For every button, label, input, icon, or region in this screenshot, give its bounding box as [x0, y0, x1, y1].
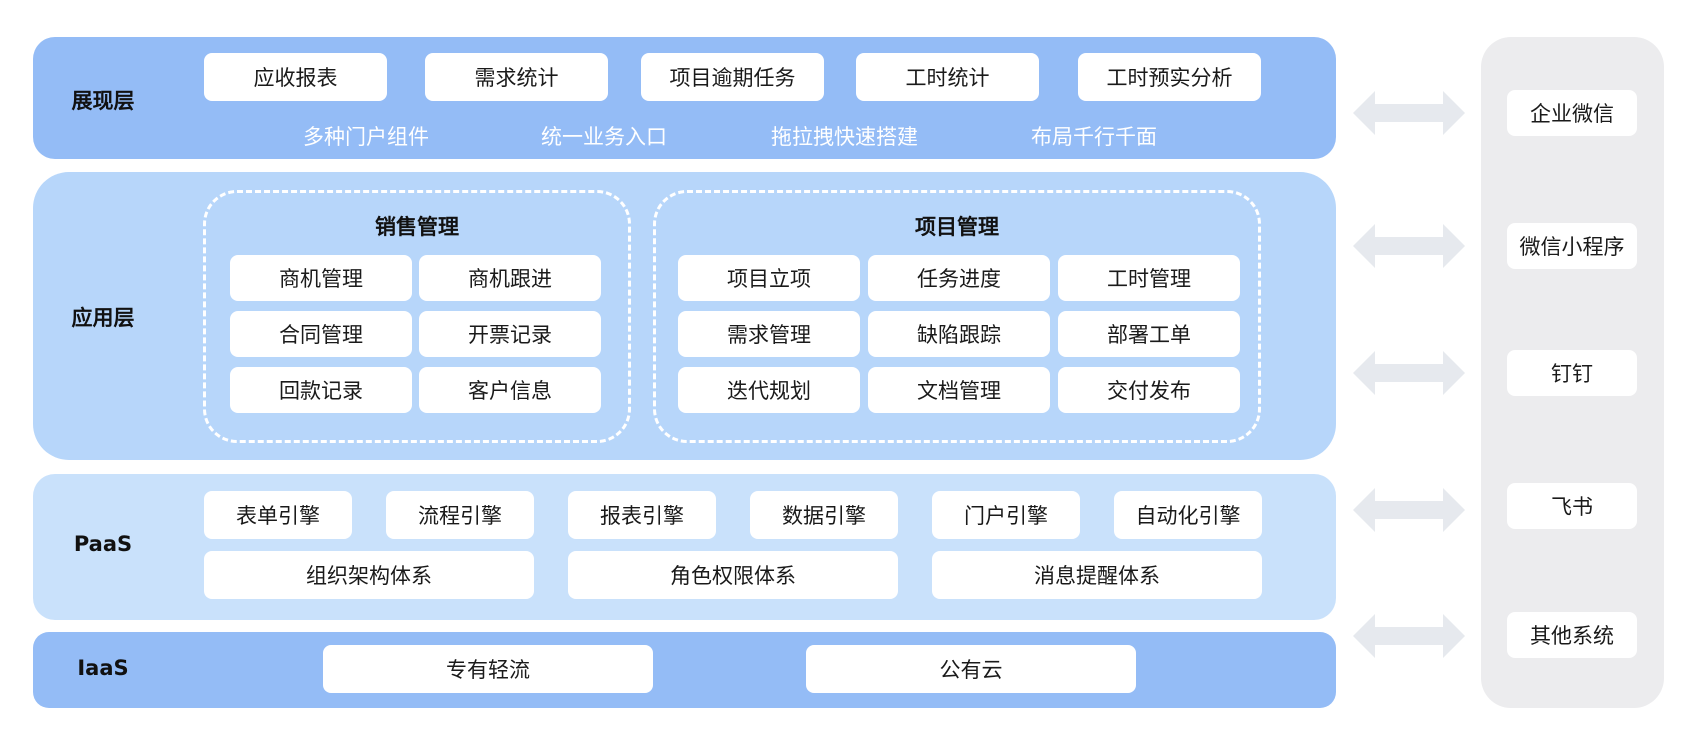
project-module-chip[interactable]: 任务进度: [868, 255, 1050, 301]
sales-module-chip[interactable]: 客户信息: [419, 367, 601, 413]
project-module-chip[interactable]: 文档管理: [868, 367, 1050, 413]
double-arrow-icon: [1353, 614, 1465, 658]
engine-chip[interactable]: 报表引擎: [568, 491, 716, 539]
report-chip[interactable]: 项目逾期任务: [641, 53, 824, 101]
engine-chip[interactable]: 流程引擎: [386, 491, 534, 539]
iaas-layer-label: IaaS: [77, 656, 129, 680]
engine-chip[interactable]: 表单引擎: [204, 491, 352, 539]
project-group: 项目管理 项目立项 任务进度 工时管理 需求管理 缺陷跟踪 部署工单 迭代规划 …: [653, 190, 1261, 443]
sales-module-chip[interactable]: 商机管理: [230, 255, 412, 301]
double-arrow-icon: [1353, 488, 1465, 532]
feature-text: 拖拉拽快速搭建: [771, 125, 918, 149]
sales-group: 销售管理 商机管理 商机跟进 合同管理 开票记录 回款记录 客户信息: [203, 190, 631, 443]
system-chip[interactable]: 消息提醒体系: [932, 551, 1262, 599]
integration-chip[interactable]: 飞书: [1507, 483, 1637, 529]
engine-chip[interactable]: 门户引擎: [932, 491, 1080, 539]
project-module-chip[interactable]: 交付发布: [1058, 367, 1240, 413]
presentation-layer: 展现层 应收报表 需求统计 项目逾期任务 工时统计 工时预实分析 多种门户组件 …: [33, 37, 1336, 159]
integrations-panel: 企业微信 微信小程序 钉钉 飞书 其他系统: [1481, 37, 1664, 708]
sales-module-chip[interactable]: 回款记录: [230, 367, 412, 413]
integration-chip[interactable]: 其他系统: [1507, 612, 1637, 658]
double-arrow-icon: [1353, 351, 1465, 395]
double-arrow-icon: [1353, 224, 1465, 268]
infra-chip[interactable]: 专有轻流: [323, 645, 653, 693]
project-module-chip[interactable]: 工时管理: [1058, 255, 1240, 301]
project-module-chip[interactable]: 需求管理: [678, 311, 860, 357]
feature-text: 统一业务入口: [541, 125, 667, 149]
sales-group-title: 销售管理: [375, 215, 459, 239]
report-chip[interactable]: 工时预实分析: [1078, 53, 1261, 101]
project-module-chip[interactable]: 迭代规划: [678, 367, 860, 413]
paas-layer-label: PaaS: [73, 532, 133, 556]
engine-chip[interactable]: 自动化引擎: [1114, 491, 1262, 539]
system-chip[interactable]: 角色权限体系: [568, 551, 898, 599]
project-module-chip[interactable]: 项目立项: [678, 255, 860, 301]
paas-layer: PaaS 表单引擎 流程引擎 报表引擎 数据引擎 门户引擎 自动化引擎 组织架构…: [33, 474, 1336, 620]
integration-chip[interactable]: 钉钉: [1507, 350, 1637, 396]
sales-module-chip[interactable]: 合同管理: [230, 311, 412, 357]
sales-module-chip[interactable]: 商机跟进: [419, 255, 601, 301]
infra-chip[interactable]: 公有云: [806, 645, 1136, 693]
feature-text: 布局千行千面: [1031, 125, 1157, 149]
report-chip[interactable]: 需求统计: [425, 53, 608, 101]
report-chip[interactable]: 应收报表: [204, 53, 387, 101]
project-module-chip[interactable]: 部署工单: [1058, 311, 1240, 357]
application-layer-label: 应用层: [71, 306, 135, 330]
application-layer: 应用层 销售管理 商机管理 商机跟进 合同管理 开票记录 回款记录 客户信息 项…: [33, 172, 1336, 460]
iaas-layer: IaaS 专有轻流 公有云: [33, 632, 1336, 708]
system-chip[interactable]: 组织架构体系: [204, 551, 534, 599]
project-module-chip[interactable]: 缺陷跟踪: [868, 311, 1050, 357]
double-arrow-icon: [1353, 91, 1465, 135]
feature-text: 多种门户组件: [303, 125, 429, 149]
engine-chip[interactable]: 数据引擎: [750, 491, 898, 539]
sales-module-chip[interactable]: 开票记录: [419, 311, 601, 357]
integration-chip[interactable]: 微信小程序: [1507, 223, 1637, 269]
report-chip[interactable]: 工时统计: [856, 53, 1039, 101]
integration-chip[interactable]: 企业微信: [1507, 90, 1637, 136]
project-group-title: 项目管理: [915, 215, 999, 239]
presentation-layer-label: 展现层: [71, 89, 135, 113]
